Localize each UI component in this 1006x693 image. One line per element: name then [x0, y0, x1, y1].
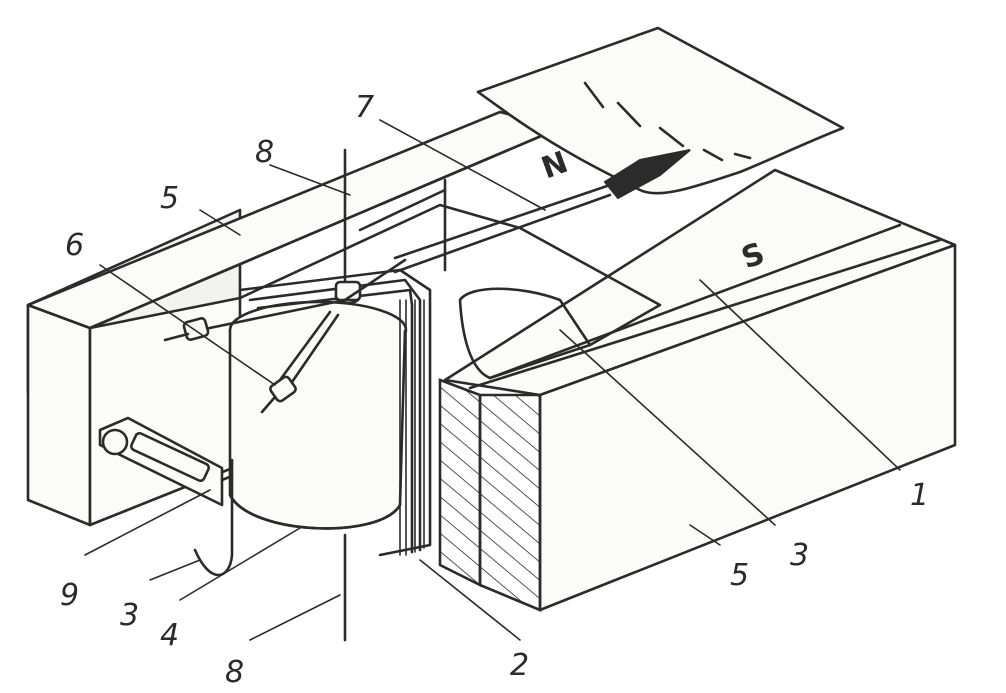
counterweight-arms [163, 258, 407, 414]
callout-8-upper: 8 [255, 135, 274, 170]
shunt-slider [98, 416, 234, 577]
callout-8-lower: 8 [225, 655, 244, 690]
pointer [393, 149, 691, 274]
magnet-right-block [438, 168, 957, 612]
cylinder-core [228, 300, 408, 530]
callout-7: 7 [355, 90, 374, 125]
moving-coil [238, 268, 432, 557]
callout-5-lower: 5 [730, 558, 749, 593]
callout-3-right: 3 [790, 538, 809, 573]
callout-6: 6 [65, 228, 84, 263]
scale-plate [476, 26, 845, 195]
callout-4: 4 [160, 618, 179, 653]
magnet-top-strip [26, 110, 622, 330]
callout-9: 9 [60, 578, 79, 613]
callout-5-upper: 5 [160, 181, 179, 216]
callout-2: 2 [510, 648, 529, 683]
callout-3-left: 3 [120, 598, 139, 633]
callout-1: 1 [910, 478, 929, 513]
leader-lines [84, 119, 901, 641]
